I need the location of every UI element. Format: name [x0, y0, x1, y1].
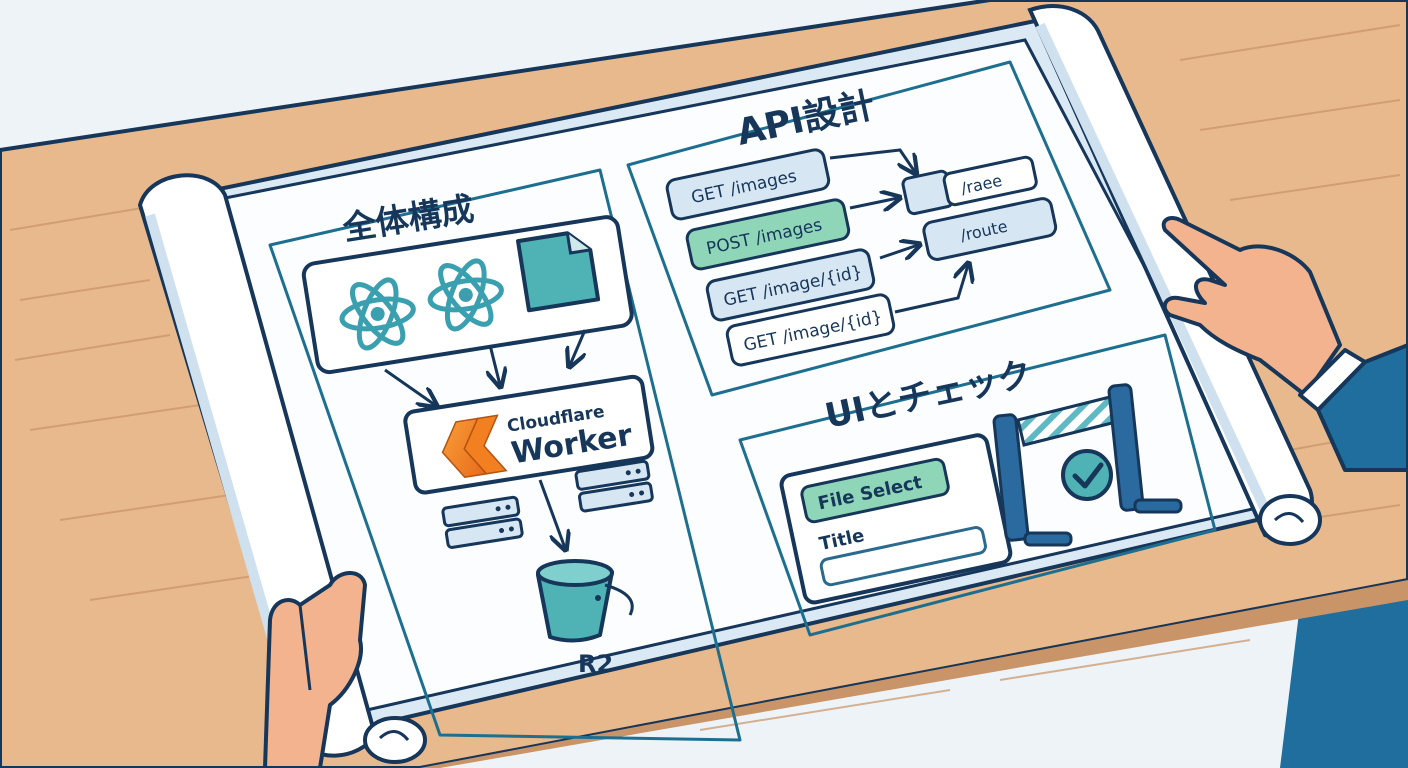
- endpoint-get-images: GET /images: [665, 148, 831, 221]
- react-icon: [339, 277, 416, 351]
- right-sleeve: [1316, 343, 1408, 472]
- frontend-box: [301, 215, 634, 375]
- react-icon: [427, 258, 504, 332]
- checkmark-icon: [1061, 449, 1113, 501]
- api-arrows: [829, 148, 968, 314]
- cloudflare-logo-icon: [441, 414, 508, 479]
- paper-roll-right: [1027, 4, 1322, 546]
- server-icon: [441, 495, 524, 549]
- file-select-button: [800, 457, 950, 524]
- document-icon: [516, 231, 601, 313]
- ui-check-section: UIとチェック File Select Title: [738, 333, 1217, 637]
- title-input: [819, 526, 987, 587]
- bucket-icon: [536, 559, 634, 643]
- target-route: /route: [922, 197, 1058, 261]
- frontend-to-worker-arrows: [384, 329, 587, 405]
- left-hand: [263, 571, 367, 768]
- gate-icon: [992, 383, 1183, 547]
- storage-label: R2: [578, 650, 613, 678]
- target-raee: /raee: [942, 155, 1038, 207]
- server-icon: [574, 459, 654, 513]
- right-hand: [1161, 216, 1408, 472]
- worker-box: Cloudflare Worker: [403, 374, 655, 495]
- upload-form-mockup: File Select Title: [779, 433, 1013, 605]
- worker-to-r2-arrow: [538, 479, 565, 548]
- overview-section: 全体構成: [268, 168, 742, 742]
